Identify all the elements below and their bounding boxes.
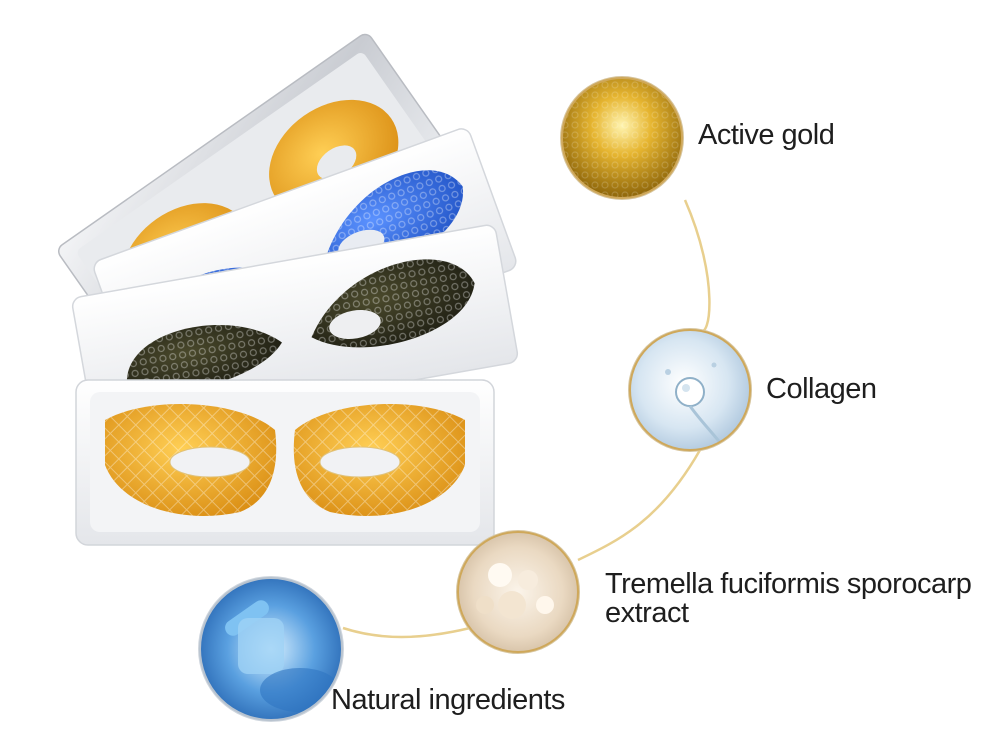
- natural-ingredients-image: [198, 576, 344, 722]
- ingredient-label-natural: Natural ingredients: [331, 684, 565, 716]
- ingredient-label-tremella: Tremella fuciformis sporocarp extract: [605, 568, 972, 629]
- tremella-line-1: Tremella fuciformis sporocarp: [605, 568, 972, 600]
- collagen-image: [628, 328, 752, 452]
- tremella-image: [456, 530, 580, 654]
- active-gold-image: [560, 76, 684, 200]
- tremella-line-2: extract: [605, 597, 689, 629]
- eye-patch-pack-gold-front: [75, 379, 495, 546]
- ingredient-label-collagen: Collagen: [766, 373, 877, 405]
- ingredient-label-active-gold: Active gold: [698, 119, 835, 151]
